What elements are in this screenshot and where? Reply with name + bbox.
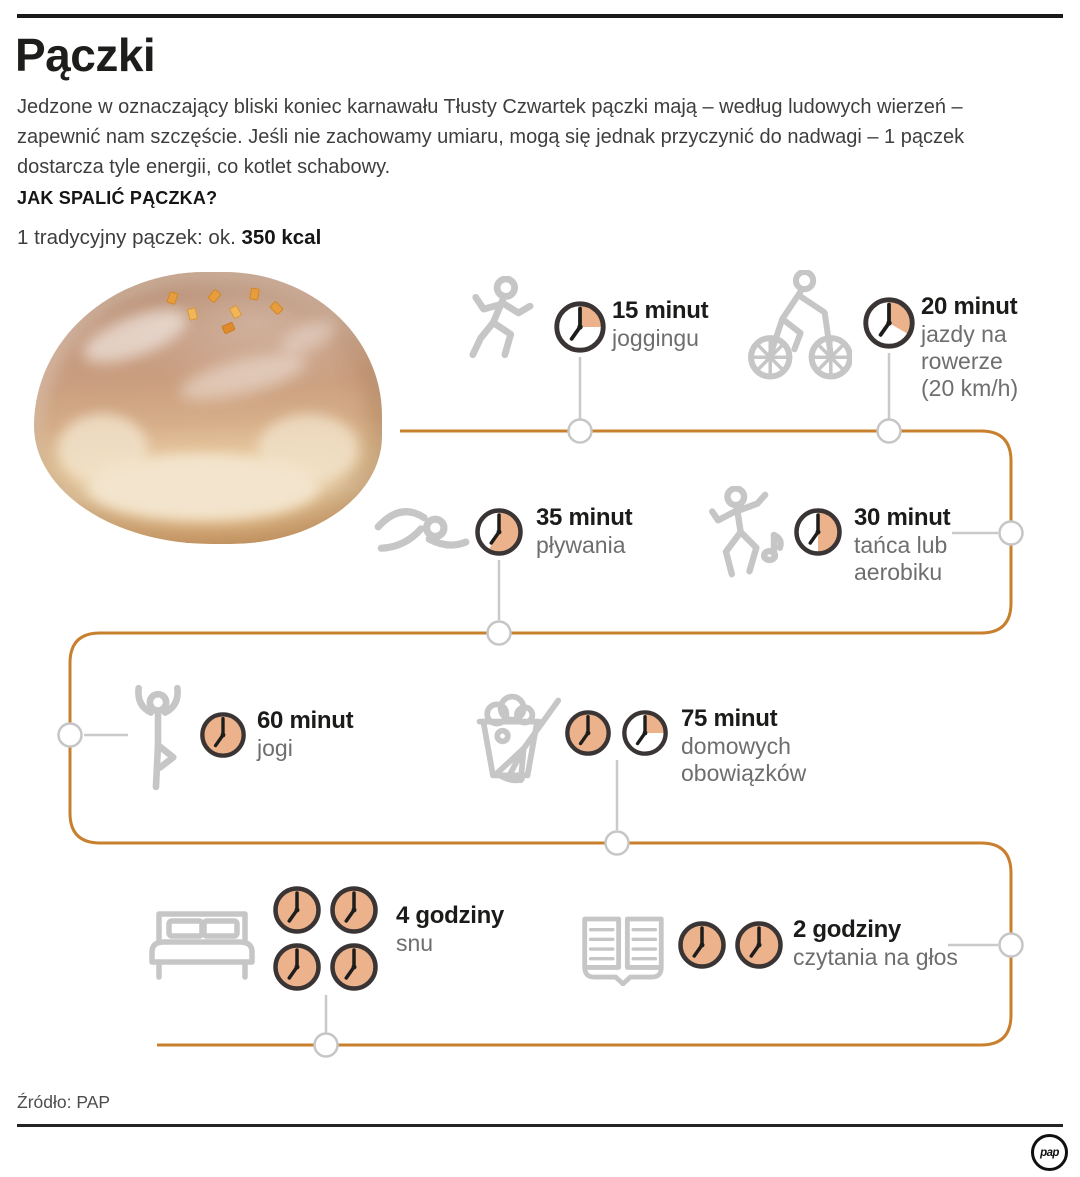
activity-name: pływania: [536, 532, 626, 558]
clock-icons: [677, 920, 784, 970]
clock-icons: [272, 885, 379, 992]
clock-icon: [475, 508, 523, 556]
path-node: [604, 830, 630, 856]
path-node: [876, 418, 902, 444]
intro-paragraph: Jedzone w oznaczający bliski koniec karn…: [17, 96, 965, 178]
activity-label: 15 minut joggingu: [612, 297, 709, 352]
activity-name: joggingu: [612, 325, 699, 351]
path-node: [567, 418, 593, 444]
activity-name: rowerze: [921, 348, 1003, 374]
activity-time: 2 godziny: [793, 916, 901, 943]
activity-name: (20 km/h): [921, 375, 1019, 401]
clock-icon: [565, 710, 611, 756]
activity-time: 30 minut: [854, 504, 951, 531]
activity-name: tańca lub: [854, 532, 948, 558]
activity-time: 60 minut: [257, 707, 354, 734]
clock-icon: [200, 712, 246, 758]
activity-time: 20 minut: [921, 293, 1018, 320]
pap-logo: pap: [1031, 1134, 1068, 1171]
clock-icon: [622, 710, 668, 756]
page-title: Pączki: [15, 29, 156, 81]
clock-icons: [793, 507, 843, 557]
swimmer-icon: [370, 500, 472, 574]
activity-time: 35 minut: [536, 504, 633, 531]
clock-icon: [273, 886, 321, 934]
path-nodes: [57, 418, 1024, 1058]
path-node: [57, 722, 83, 748]
bed-icon: [147, 906, 257, 984]
clock-icons: [474, 507, 524, 557]
kcal-line: 1 tradycyjny pączek: ok. 350 kcal: [17, 226, 321, 250]
activity-label: 30 minut tańca lub aerobiku: [854, 504, 951, 586]
clock-icon: [554, 301, 606, 353]
clock-icons: [199, 711, 247, 759]
clock-icon: [273, 943, 321, 991]
activity-label: 60 minut jogi: [257, 707, 354, 762]
bottom-rule: [17, 1124, 1063, 1127]
clock-icons: [553, 300, 607, 354]
activity-name: aerobiku: [854, 559, 943, 585]
cyclist-icon: [746, 270, 852, 382]
path-node: [486, 620, 512, 646]
icing-drip: [58, 414, 148, 484]
activity-label: 4 godziny snu: [396, 902, 504, 957]
icing-drip: [258, 414, 358, 484]
path-node: [998, 932, 1024, 958]
activity-name: domowych: [681, 733, 791, 759]
activity-label: 35 minut pływania: [536, 504, 633, 559]
kcal-value: 350 kcal: [241, 226, 322, 249]
clock-icons: [862, 296, 916, 350]
activity-label: 20 minut jazdy na rowerze (20 km/h): [921, 293, 1018, 402]
dancer-icon: [706, 486, 790, 584]
activity-time: 4 godziny: [396, 902, 504, 929]
clock-icon: [330, 943, 378, 991]
runner-icon: [466, 276, 536, 378]
clock-icon: [678, 921, 726, 969]
bucket-broom-icon: [467, 689, 565, 785]
activity-name: czytania na głos: [793, 944, 958, 970]
kcal-prefix: 1 tradycyjny pączek: ok.: [17, 226, 242, 249]
node-connectors: [84, 353, 998, 1033]
clock-icon: [794, 508, 842, 556]
source-credit: Źródło: PAP: [17, 1092, 111, 1112]
book-icon: [577, 913, 669, 986]
top-rule: [17, 14, 1063, 18]
activity-name: jogi: [257, 735, 293, 761]
clock-icon: [330, 886, 378, 934]
yoga-icon: [131, 681, 185, 793]
activity-name: jazdy na: [921, 321, 1007, 347]
activity-time: 75 minut: [681, 705, 778, 732]
clock-icon: [735, 921, 783, 969]
activity-time: 15 minut: [612, 297, 709, 324]
clock-icon: [863, 297, 915, 349]
path-node: [998, 520, 1024, 546]
activity-label: 2 godziny czytania na głos: [793, 916, 958, 971]
clock-icons: [564, 709, 670, 757]
path-node: [313, 1032, 339, 1058]
section-heading: JAK SPALIĆ PĄCZKA?: [17, 188, 218, 208]
activity-name: snu: [396, 930, 434, 956]
activity-label: 75 minut domowych obowiązków: [681, 705, 806, 787]
activity-name: obowiązków: [681, 760, 807, 786]
paczek-photo: [28, 264, 392, 554]
